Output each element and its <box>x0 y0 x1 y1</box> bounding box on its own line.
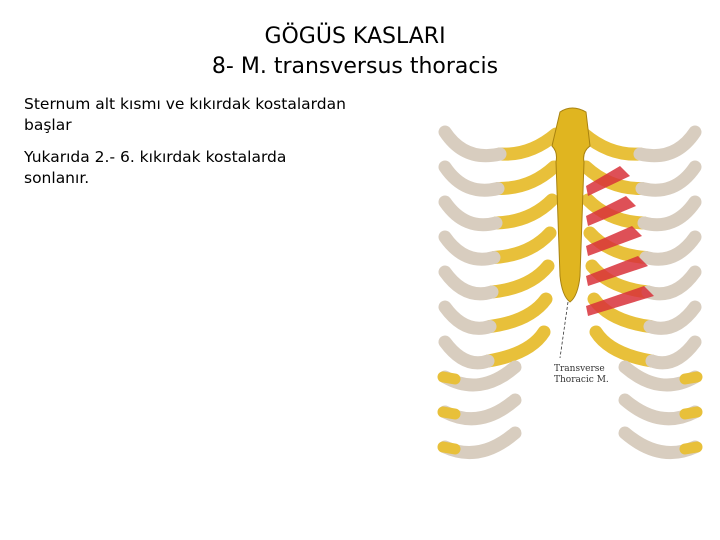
rib-cartilage <box>489 193 559 230</box>
muscle-slip <box>586 166 630 196</box>
figure-label-line-1: Transverse <box>554 364 605 374</box>
rib-bone <box>643 300 702 335</box>
rib-bone <box>438 160 505 197</box>
label-leader-line <box>559 301 569 359</box>
bullet-item: Yukarıda 2.- 6. kıkırdak kostalarda sonl… <box>24 148 287 187</box>
rib-cartilage <box>493 127 563 161</box>
rib-cartilage <box>679 406 703 420</box>
rib-bone <box>438 195 503 232</box>
rib-bone <box>641 265 702 301</box>
rib-cartilage <box>437 371 461 385</box>
muscle-slip <box>586 256 648 286</box>
muscle-slip <box>586 196 636 226</box>
title-line-1: GÖGÜS KASLARI <box>264 24 446 49</box>
bullet-item: Sternum alt kısmı ve kıkırdak kostalarda… <box>24 95 346 134</box>
rib-cartilage <box>437 441 461 455</box>
rib-cartilage <box>481 325 551 368</box>
rib-cartilage <box>583 226 653 264</box>
rib-bone <box>645 335 702 370</box>
rib-cartilage <box>485 259 555 299</box>
slide-title: GÖGÜS KASLARI 8- M. transversus thoracis <box>150 22 560 82</box>
rib-cage-image <box>437 107 703 460</box>
rib-cartilage <box>679 371 703 385</box>
rib-cartilage <box>679 441 703 455</box>
rib-cartilage <box>483 292 553 333</box>
muscle-slip <box>586 286 654 316</box>
rib-cartilage <box>589 325 659 368</box>
muscle-slip <box>586 226 642 256</box>
rib-cartilage <box>437 406 461 420</box>
rib-bone <box>438 300 497 335</box>
rib-cartilage <box>487 226 557 264</box>
rib-bone <box>633 125 702 163</box>
sternum-shape <box>551 107 591 303</box>
rib-bone <box>438 125 507 163</box>
rib-bone <box>639 230 702 266</box>
title-line-2: 8- M. transversus thoracis <box>211 54 499 79</box>
anatomy-illustration: Transverse Thoracic M. <box>420 96 720 476</box>
rib-cartilage <box>577 127 647 161</box>
figure-label-line-2: Thoracic M. <box>554 375 609 385</box>
rib-cartilage <box>491 160 561 196</box>
rib-bone <box>438 335 495 370</box>
rib-bone <box>635 160 702 197</box>
bullet-list: Sternum alt kısmı ve kıkırdak kostalarda… <box>24 94 354 200</box>
rib-bone <box>438 230 501 266</box>
rib-bone <box>637 195 702 232</box>
rib-bone <box>438 265 499 301</box>
